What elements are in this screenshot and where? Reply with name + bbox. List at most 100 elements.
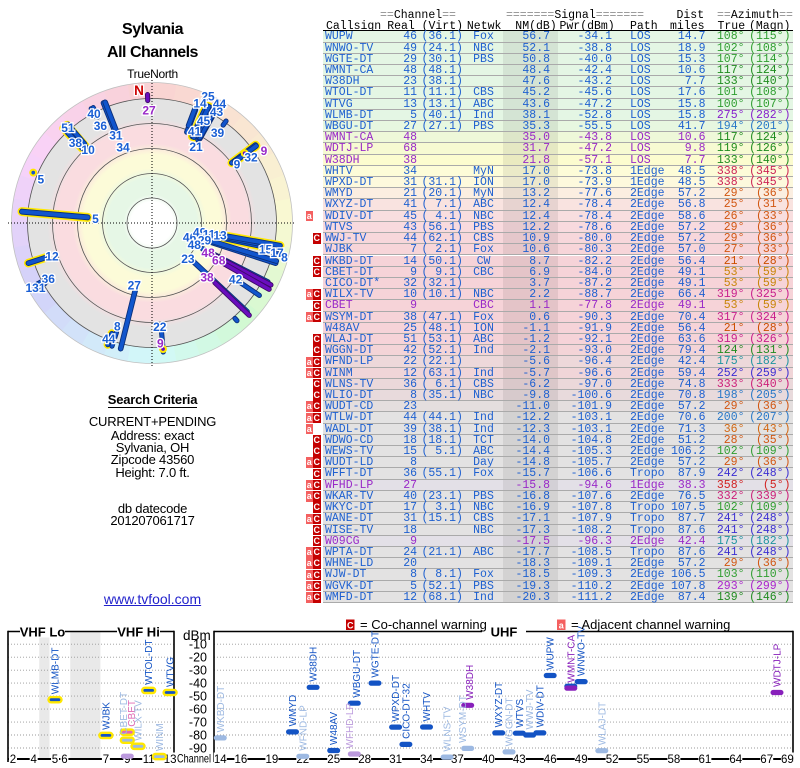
svg-text:5: 5 [92,212,99,226]
svg-text:45: 45 [197,114,211,128]
svg-text:VHF Hi: VHF Hi [117,625,160,640]
svg-text:23: 23 [181,252,195,266]
svg-text:15: 15 [259,242,273,256]
svg-text:CBET: CBET [127,700,138,727]
svg-text:9: 9 [157,336,164,350]
svg-text:WLMB-DT: WLMB-DT [51,648,62,695]
svg-text:WXYZ-DT: WXYZ-DT [494,682,505,728]
svg-text:Channel: Channel [177,752,211,766]
svg-text:WWJ-TV: WWJ-TV [525,689,536,729]
svg-text:9: 9 [234,157,241,171]
svg-text:21: 21 [189,140,203,154]
svg-text:9: 9 [124,754,130,766]
svg-text:46: 46 [183,230,197,244]
svg-text:WKBD-DT: WKBD-DT [216,686,227,733]
svg-text:5: 5 [38,172,45,186]
svg-text:W38DH: W38DH [309,647,320,682]
svg-text:WLNS-TV: WLNS-TV [443,706,454,751]
svg-text:48: 48 [188,238,202,252]
svg-text:52: 52 [606,754,619,766]
svg-text:WUPW: WUPW [546,637,557,670]
svg-text:8: 8 [281,250,288,264]
svg-text:C: C [347,620,354,630]
svg-text:10: 10 [81,143,95,157]
svg-text:CBET-DT: CBET-DT [119,692,130,735]
svg-text:51: 51 [61,121,75,135]
svg-text:WJBK: WJBK [101,702,112,730]
svg-text:27: 27 [128,278,142,292]
svg-text:28: 28 [358,754,371,766]
svg-text:= Adjacent channel warning: = Adjacent channel warning [571,617,730,632]
svg-text:WLAJ-DT: WLAJ-DT [597,702,608,745]
svg-text:22: 22 [153,320,167,334]
svg-text:34: 34 [420,754,433,766]
svg-text:27: 27 [142,103,156,117]
svg-text:34: 34 [116,141,130,155]
svg-text:14: 14 [193,96,207,110]
svg-text:WDTJ-LP: WDTJ-LP [773,643,784,687]
svg-text:WILX-TV: WILX-TV [134,700,145,741]
svg-text:68: 68 [212,254,226,268]
svg-text:29: 29 [198,234,212,248]
svg-text:WSYM-DT: WSYM-DT [458,695,469,743]
svg-text:38: 38 [69,136,83,150]
svg-text:dBm: dBm [183,628,211,643]
svg-text:44: 44 [102,332,116,346]
svg-text:VHF Lo: VHF Lo [20,625,66,640]
svg-text:41: 41 [188,124,202,138]
svg-text:19: 19 [266,754,279,766]
svg-text:6: 6 [61,754,67,766]
svg-text:N: N [134,83,144,98]
svg-text:8: 8 [114,319,121,333]
svg-text:= Co-channel warning: = Co-channel warning [360,617,487,632]
svg-text:31: 31 [109,129,123,143]
svg-text:W48AV: W48AV [329,712,340,745]
svg-text:W38DH: W38DH [465,665,476,700]
svg-text:58: 58 [668,754,681,766]
svg-text:42: 42 [229,273,243,287]
svg-text:2: 2 [10,754,16,766]
svg-text:-70: -70 [189,715,207,729]
svg-text:40: 40 [482,754,495,766]
svg-text:9: 9 [261,144,268,158]
svg-text:WMYD: WMYD [288,695,299,727]
svg-text:-10: -10 [189,638,207,652]
svg-text:39: 39 [211,126,225,140]
svg-text:43: 43 [513,754,526,766]
svg-text:43: 43 [210,105,224,119]
svg-text:37: 37 [451,754,464,766]
svg-text:67: 67 [760,754,773,766]
svg-text:12: 12 [45,249,59,263]
svg-text:WNWO-TV: WNWO-TV [577,626,588,676]
svg-text:69: 69 [781,754,794,766]
svg-text:64: 64 [729,754,742,766]
svg-text:25: 25 [201,89,215,103]
svg-text:7: 7 [103,754,109,766]
svg-text:49: 49 [193,225,207,239]
svg-text:55: 55 [637,754,650,766]
svg-text:14: 14 [214,754,227,766]
svg-text:17: 17 [270,246,284,260]
svg-text:48: 48 [201,246,215,260]
svg-text:11: 11 [203,227,216,241]
svg-text:31: 31 [389,754,402,766]
svg-text:WDIV-DT: WDIV-DT [535,685,546,727]
svg-text:WFND-LP: WFND-LP [298,705,309,751]
svg-text:WHTV: WHTV [422,692,433,722]
svg-text:25: 25 [327,754,340,766]
svg-text:WINM: WINM [155,723,166,751]
svg-text:61: 61 [699,754,712,766]
svg-text:WGGN-DT: WGGN-DT [505,698,516,747]
svg-text:49: 49 [575,754,588,766]
svg-text:-90: -90 [189,741,207,755]
svg-text:38: 38 [200,270,214,284]
svg-text:WMNT-CA: WMNT-CA [566,635,577,683]
svg-text:13: 13 [213,228,227,242]
svg-text:131: 131 [25,281,45,295]
svg-text:-50: -50 [189,689,207,703]
svg-text:WFHD-LP: WFHD-LP [345,703,356,749]
svg-text:-20: -20 [189,651,207,665]
svg-text:32: 32 [244,150,258,164]
svg-text:44: 44 [213,97,227,111]
svg-text:16: 16 [235,754,248,766]
